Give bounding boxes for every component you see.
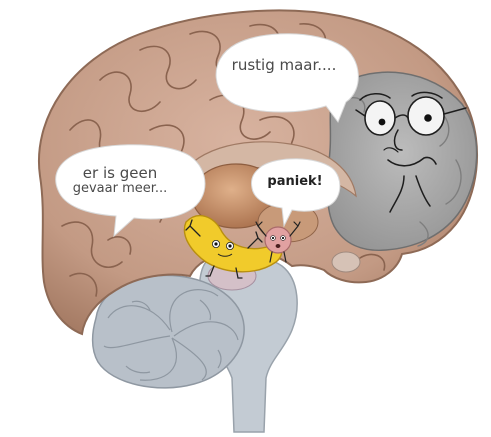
amygdala-character (265, 227, 291, 253)
hippocampus-speech-line-2: gevaar meer... (58, 182, 182, 196)
hippocampus-speech-text: er is geen gevaar meer... (58, 166, 182, 195)
amygdala-speech-text: paniek! (256, 175, 334, 189)
hippocampus-speech-line-1: er is geen (58, 166, 182, 182)
pituitary (332, 252, 360, 272)
cerebellum (93, 275, 245, 387)
right-pupil (424, 114, 432, 122)
left-pupil (379, 119, 386, 126)
prefrontal-speech-text: rustig maar.... (214, 58, 354, 74)
